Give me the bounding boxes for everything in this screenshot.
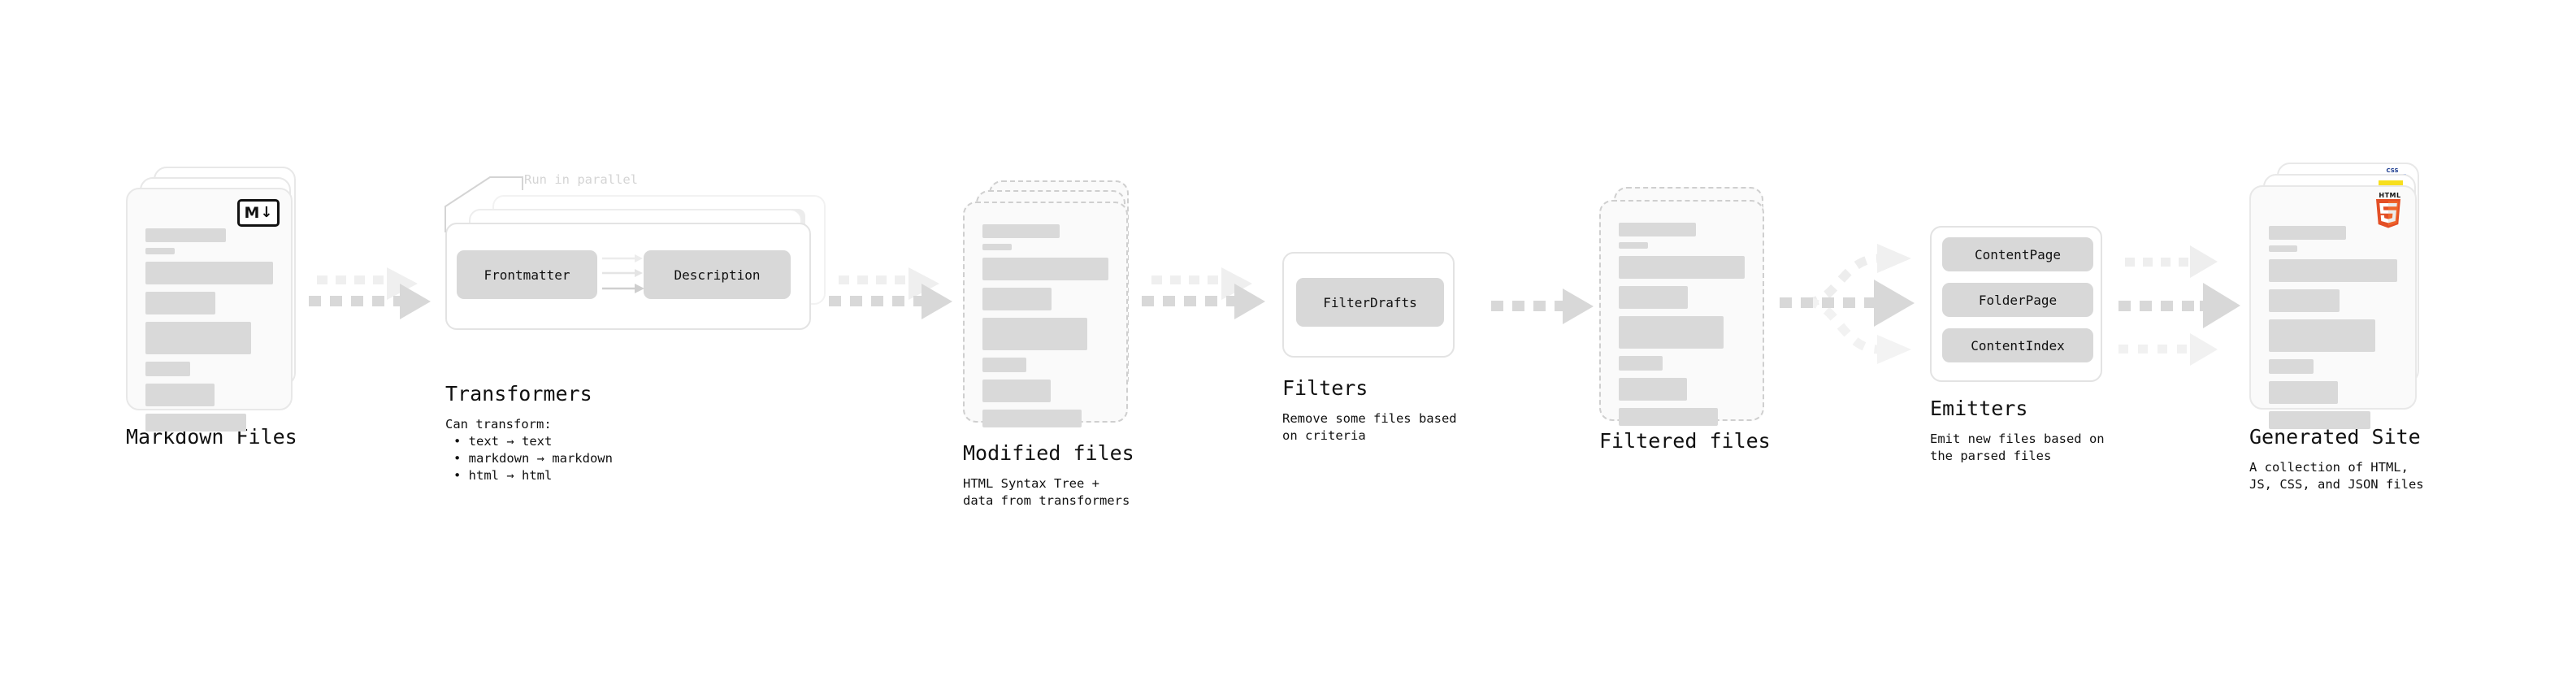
arrow-filters-to-filtered: [1491, 288, 1594, 324]
transformer-group-front: Frontmatter Description: [445, 223, 811, 330]
stage-title-filtered-files: Filtered files: [1599, 429, 1771, 453]
transformer-pill-frontmatter-label: Frontmatter: [484, 267, 570, 283]
arrow-filtered-to-emitters: [1780, 244, 1915, 364]
emitter-pill-contentpage[interactable]: ContentPage: [1942, 237, 2093, 271]
html5-icon: HTML: [2374, 192, 2405, 230]
stage-generated-site: CSS HTML: [2249, 163, 2432, 429]
stage-markdown-files: M ↓: [126, 167, 301, 432]
emitter-group-front: ContentPage FolderPage ContentIndex: [1930, 226, 2102, 382]
document-skeleton-lines: [145, 228, 273, 439]
stage-title-filters: Filters: [1282, 376, 1368, 400]
emitter-pill-contentindex-label: ContentIndex: [1971, 337, 2065, 354]
document-skeleton-lines: [982, 224, 1108, 435]
filter-group-front: FilterDrafts: [1282, 252, 1455, 358]
arrow-markdown-to-transformers: [309, 267, 431, 319]
transformer-bullet-1: • markdown → markdown: [453, 451, 613, 466]
run-in-parallel-label: Run in parallel: [524, 172, 638, 187]
stage-desc-modified-files: HTML Syntax Tree + data from transformer…: [963, 476, 1130, 508]
document-card-front: [1599, 200, 1764, 426]
document-card-front: [963, 202, 1128, 427]
stage-filtered-files: [1599, 187, 1774, 431]
transformer-bullet-0: • text → text: [453, 434, 553, 449]
transformer-bullet-2: • html → html: [453, 468, 553, 483]
caption-modified-files: Modified files HTML Syntax Tree + data f…: [963, 441, 1134, 510]
transformer-pill-description-label: Description: [674, 267, 761, 283]
html5-shield-shape: [2376, 199, 2400, 228]
stage-modified-files: [963, 180, 1138, 427]
css-badge-label: CSS: [2386, 167, 2399, 174]
caption-transformers: Transformers Can transform: • text → tex…: [445, 382, 613, 484]
emitter-pill-contentpage-label: ContentPage: [1975, 246, 2061, 262]
markdown-badge-letter: M: [244, 203, 260, 222]
stage-desc-emitters: Emit new files based on the parsed files: [1930, 432, 2105, 463]
arrow-modified-to-filters: [1142, 267, 1265, 319]
arrow-transformers-to-modified: [829, 267, 952, 319]
transformer-pill-description[interactable]: Description: [644, 250, 791, 299]
stage-title-modified-files: Modified files: [963, 441, 1134, 465]
document-card-front: M ↓: [126, 188, 293, 432]
stage-desc-generated-site: A collection of HTML, JS, CSS, and JSON …: [2249, 460, 2424, 492]
emitter-pill-contentindex[interactable]: ContentIndex: [1942, 328, 2093, 362]
markdown-badge: M ↓: [237, 199, 280, 227]
document-skeleton-lines: [1619, 223, 1745, 433]
emitter-pill-folderpage[interactable]: FolderPage: [1942, 283, 2093, 317]
document-card-front: HTML: [2249, 185, 2417, 429]
transformer-pill-frontmatter[interactable]: Frontmatter: [457, 250, 597, 299]
transformer-bullet-list: • text → text • markdown → markdown • ht…: [445, 433, 613, 484]
stage-title-transformers: Transformers: [445, 382, 592, 406]
caption-filters: Filters Remove some files based on crite…: [1282, 376, 1457, 445]
arrow-emitters-to-site: [2118, 245, 2240, 366]
html5-icon-caption: HTML: [2379, 192, 2401, 199]
stage-title-emitters: Emitters: [1930, 397, 2028, 420]
document-skeleton-lines: [2269, 226, 2397, 436]
filter-pill-filterdrafts[interactable]: FilterDrafts: [1296, 278, 1444, 327]
markdown-badge-arrow: ↓: [260, 204, 273, 221]
caption-emitters: Emitters Emit new files based on the par…: [1930, 397, 2105, 465]
stage-desc-filters: Remove some files based on criteria: [1282, 411, 1457, 443]
caption-filtered-files: Filtered files: [1599, 429, 1771, 453]
filter-pill-filterdrafts-label: FilterDrafts: [1323, 294, 1417, 310]
stage-desc-transformers: Can transform:: [445, 417, 552, 432]
emitter-pill-folderpage-label: FolderPage: [1978, 292, 2058, 308]
